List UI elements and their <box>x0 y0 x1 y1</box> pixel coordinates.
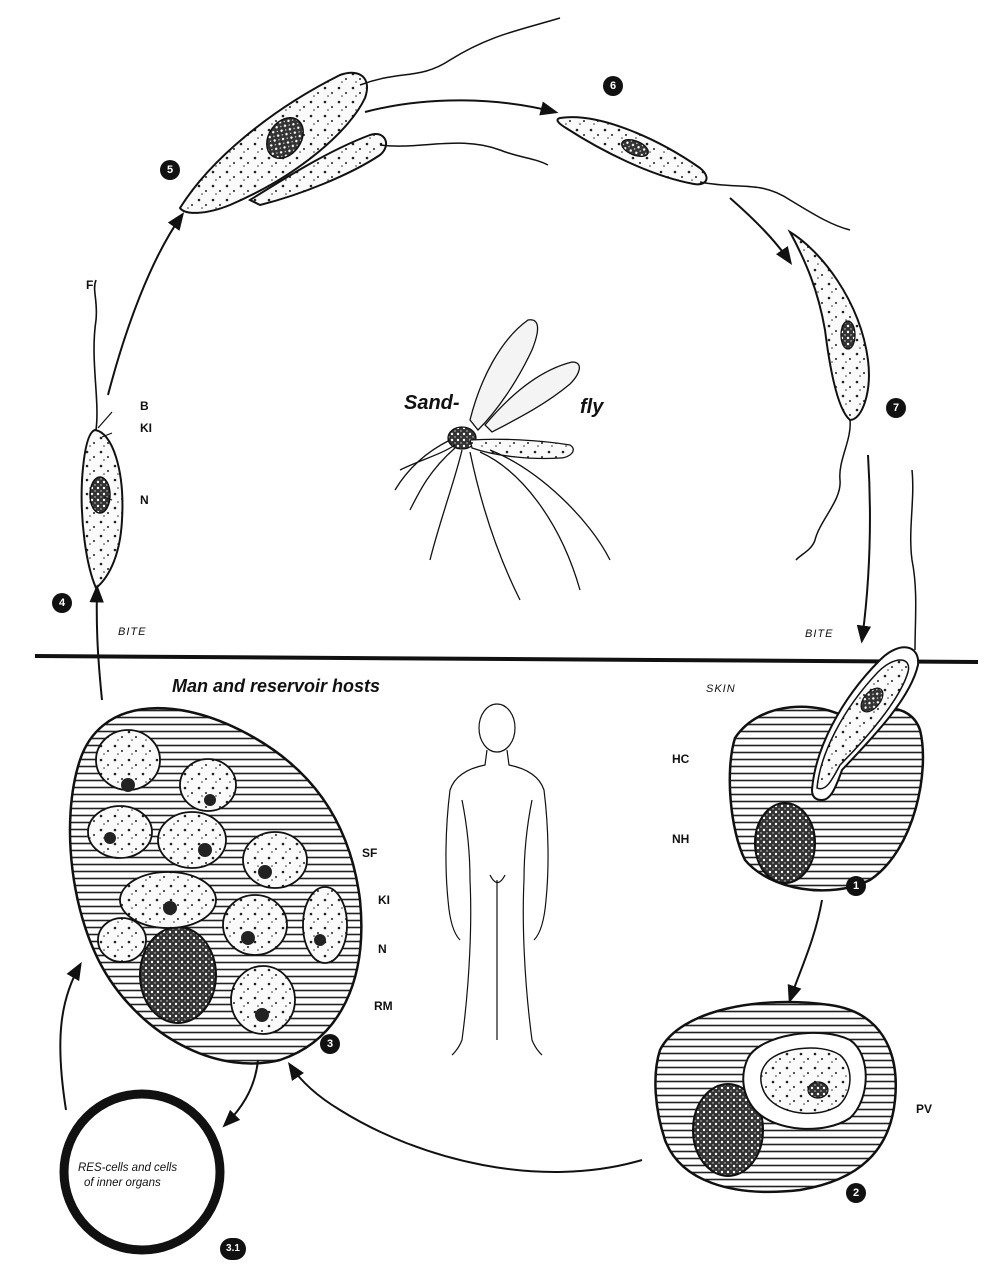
arrow-5host-to-4 <box>97 588 102 700</box>
skin-label: SKIN <box>706 683 736 695</box>
parasitophorous-vacuole-label: PV <box>916 1102 932 1116</box>
sandfly-label-fly: fly <box>580 396 603 419</box>
arrow-5-to-6 <box>365 100 555 112</box>
sandfly-illustration <box>395 320 610 600</box>
hosts-heading: Man and reservoir hosts <box>172 676 380 697</box>
host-divider-line <box>35 656 978 662</box>
nucleus-label-top: N <box>140 493 149 507</box>
rm-label: RM <box>374 999 393 1013</box>
arrow-3.1-to-3 <box>60 965 80 1110</box>
stage-5-dividing-promastigote <box>180 18 560 213</box>
bite-right-label: BITE <box>805 628 833 640</box>
human-figure <box>446 704 548 1055</box>
res-cells-label-line1: RES-cells and cells <box>78 1162 177 1174</box>
stage-5-number: 5 <box>160 160 180 180</box>
stage-6-number: 6 <box>603 76 623 96</box>
kinetoplast-label-mid: KI <box>378 893 390 907</box>
sf-label: SF <box>362 846 377 860</box>
stage-3-number: 3 <box>320 1034 340 1054</box>
bite-left-label: BITE <box>118 626 146 638</box>
stage-4-promastigote <box>82 280 123 588</box>
arrow-1-to-2 <box>790 900 822 1000</box>
arrow-7-to-1 <box>862 455 870 640</box>
stage-7-number: 7 <box>886 398 906 418</box>
arrow-6-to-7 <box>730 198 790 262</box>
sandfly-label-sand: Sand- <box>404 392 460 415</box>
stage-1-host-cell <box>730 470 923 890</box>
arrow-2-to-3 <box>290 1065 642 1172</box>
stage-3.1-number: 3.1 <box>220 1238 246 1260</box>
stage-4-number: 4 <box>52 593 72 613</box>
stage-2-number: 2 <box>846 1183 866 1203</box>
stage-1-number: 1 <box>846 876 866 896</box>
arrow-3-to-3.1 <box>225 1060 258 1125</box>
res-cells-label-line2: of inner organs <box>84 1177 161 1189</box>
host-nucleus-label: NH <box>672 832 689 846</box>
stage-6-promastigote <box>558 117 850 230</box>
flagellum-label: F <box>86 278 93 292</box>
nucleus-label-mid: N <box>378 942 387 956</box>
arrow-4-to-5 <box>108 215 182 395</box>
stage-2-host-cell <box>655 1002 895 1192</box>
host-cell-label: HC <box>672 752 689 766</box>
basal-body-label: B <box>140 399 149 413</box>
stage-7-promastigote <box>790 232 869 560</box>
kinetoplast-label-top: KI <box>140 421 152 435</box>
stage-3-infected-macrophage <box>70 708 361 1063</box>
